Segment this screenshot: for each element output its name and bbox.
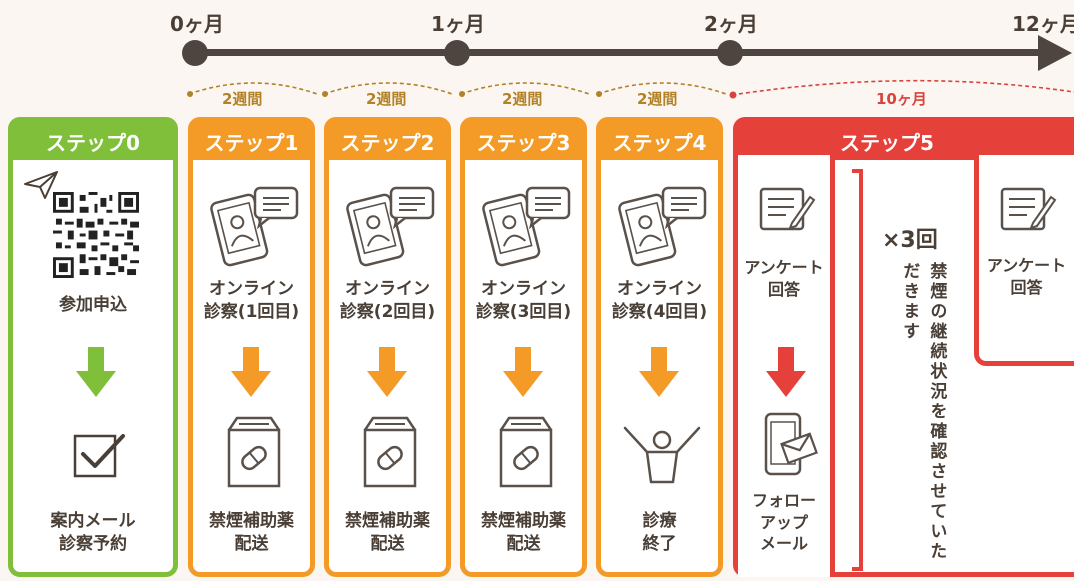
interval-arc-3 [459,80,594,102]
timeline-line [195,49,1040,56]
down-arrow-icon [639,347,679,397]
continuation-note: 禁煙の継続状況を確認させていただきます [899,262,947,562]
step-4-title: ステップ4 [601,122,718,160]
survey-form-icon [1000,187,1057,231]
survey-form-icon [759,187,816,231]
timeline-label-3: 12ヶ月 [1012,12,1074,36]
step-5-survey-column: アンケート 回答 フォロー アップ メール [738,155,835,577]
interval-label-3: 2週間 [502,90,543,108]
repeat-count: ×3回 [882,228,938,253]
down-arrow-icon [503,347,543,397]
down-arrow-icon [367,347,407,397]
repeat-bracket [852,169,863,571]
down-arrow-icon [766,347,806,397]
interval-label-4: 2週間 [637,90,678,108]
step-3-title: ステップ3 [465,122,582,160]
step-4-top-text: オンライン 診察(4回目) [611,279,708,322]
step-2-bottom-text: 禁煙補助薬 配送 [345,511,430,554]
down-arrow-icon [76,347,116,397]
step-2-panel: ステップ2 オンライン 診察(2回目) 禁煙補助薬 配送 [324,117,451,577]
step-3-panel: ステップ3 オンライン 診察(3回目) 禁煙補助薬 配送 [460,117,587,577]
timeline-dot-1 [444,40,470,66]
step-1-top-text: オンライン 診察(1回目) [203,279,300,322]
interval-arc-4 [596,80,731,102]
step-1-bottom-text: 禁煙補助薬 配送 [209,511,294,554]
phone-mail-icon [764,412,818,476]
step-5-followup-text: フォロー アップ メール [751,491,816,554]
step-2-title: ステップ2 [329,122,446,160]
step-0-bottom-text: 案内メール 診察予約 [50,511,136,554]
down-arrow-icon [231,347,271,397]
medicine-bag-icon [499,416,553,488]
timeline-label-2: 2ヶ月 [704,12,758,36]
qr-code-icon [53,192,139,278]
step-1-panel: ステップ1 オンライン 診察(1回目) 禁煙補助薬 配送 [188,117,315,577]
medicine-bag-icon [363,416,417,488]
step-2-top-text: オンライン 診察(2回目) [339,279,436,322]
step-0-panel: ステップ0 参加申込 案内メール 診察予約 [8,117,178,577]
smartphone-chat-icon [618,186,707,267]
interval-arc-1 [187,80,322,102]
paper-plane-icon [24,171,58,199]
smartphone-chat-icon [346,186,435,267]
timeline-dot-0 [182,40,208,66]
step-3-bottom-text: 禁煙補助薬 配送 [481,511,566,554]
step-0-title: ステップ0 [13,122,173,160]
step-5-survey-box: アンケート 回答 [974,155,1074,366]
interval-arc-5 [729,79,1074,102]
interval-label-2: 2週間 [366,90,407,108]
celebrating-person-icon [623,426,701,484]
step-5-title: ステップ5 [738,122,1074,160]
step-3-top-text: オンライン 診察(3回目) [475,279,572,322]
smartphone-chat-icon [482,186,571,267]
step-4-panel: ステップ4 オンライン 診察(4回目) 診療 終了 [596,117,723,577]
step-5-survey-text: アンケート 回答 [744,258,824,299]
timeline-label-0: 0ヶ月 [170,12,224,36]
timeline-dot-2 [717,40,743,66]
checkbox-icon [73,434,125,478]
step-4-bottom-text: 診療 終了 [642,511,677,554]
interval-arc-2 [322,80,457,102]
step-5-survey-text-2: アンケート 回答 [986,256,1067,297]
smartphone-chat-icon [210,186,299,267]
step-0-top-text: 参加申込 [59,295,127,315]
timeline-label-1: 1ヶ月 [431,12,485,36]
interval-label-1: 2週間 [222,90,263,108]
timeline-arrowhead [1038,35,1072,71]
interval-label-5: 10ヶ月 [876,90,927,108]
medicine-bag-icon [227,416,281,488]
step-1-title: ステップ1 [193,122,310,160]
